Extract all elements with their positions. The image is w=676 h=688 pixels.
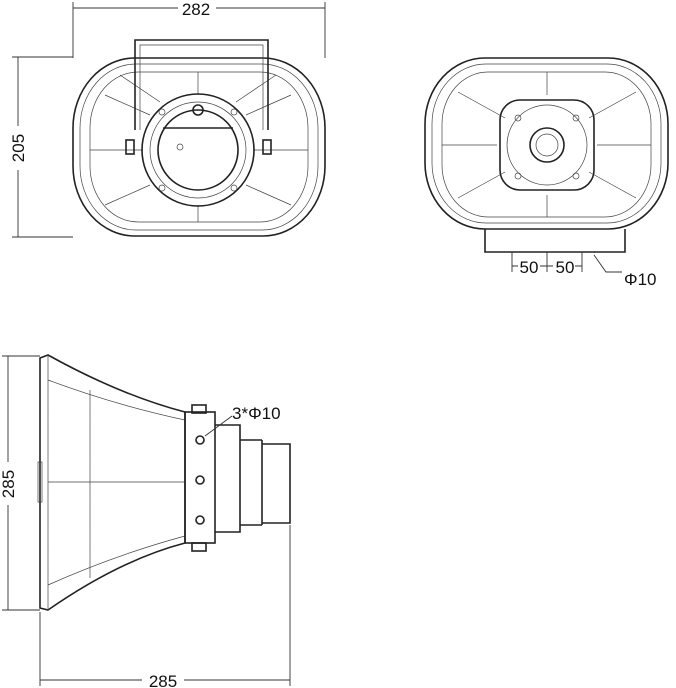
side-holes-label: 3*Φ10: [232, 404, 281, 423]
front-view: [12, 2, 326, 238]
rear-view: [424, 57, 669, 273]
bracket-right-label: 50: [556, 258, 575, 277]
front-width-label: 282: [182, 0, 210, 19]
side-view: [2, 354, 291, 686]
bracket-hole-label: Φ10: [624, 270, 656, 289]
bracket-left-label: 50: [520, 258, 539, 277]
front-height-label: 205: [9, 134, 28, 162]
side-height-label: 285: [0, 470, 18, 498]
side-length-label: 285: [149, 672, 177, 688]
